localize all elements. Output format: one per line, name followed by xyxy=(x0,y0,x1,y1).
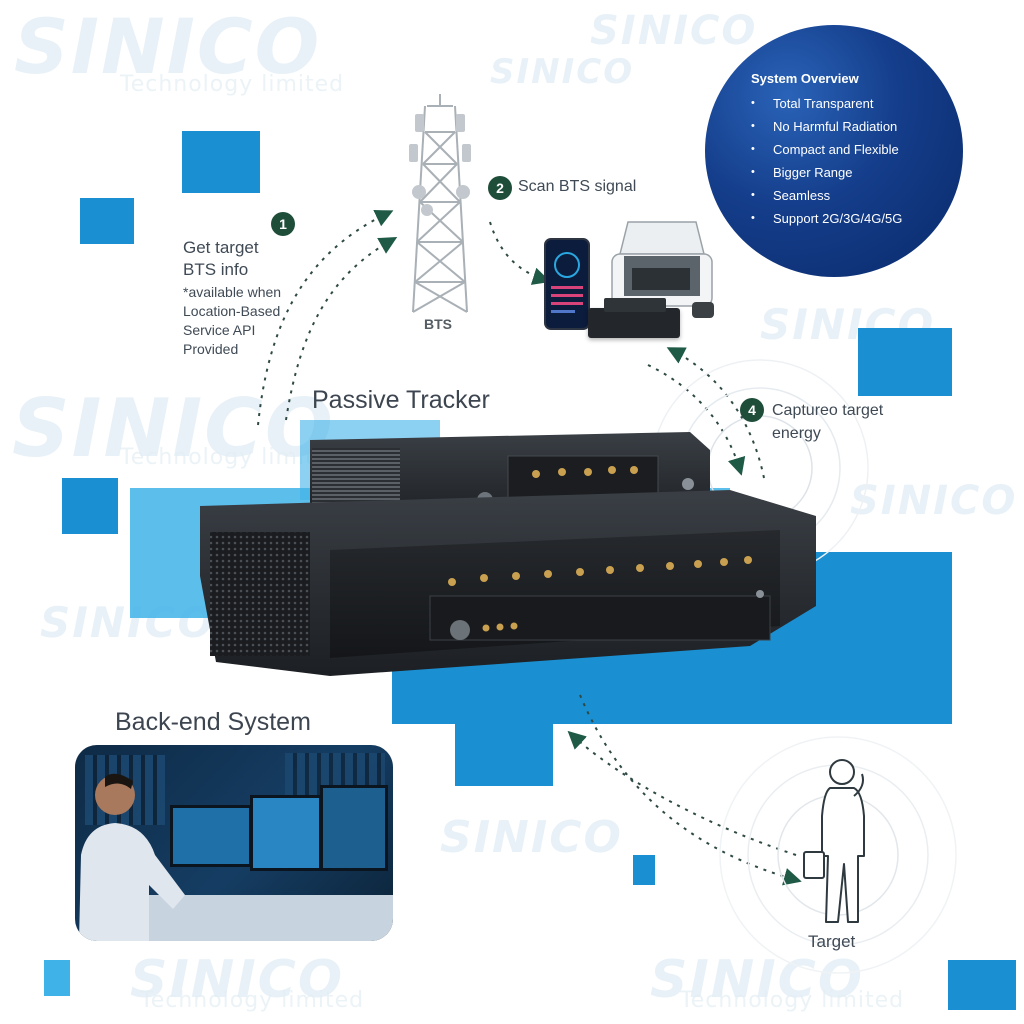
overview-item: Total Transparent xyxy=(751,92,939,115)
decor-square xyxy=(62,478,118,534)
decor-square xyxy=(948,960,1016,1010)
overview-list: Total Transparent No Harmful Radiation C… xyxy=(751,92,939,230)
phone-line xyxy=(551,310,575,313)
arrow-step4-b xyxy=(666,347,765,479)
phone-line xyxy=(551,294,583,297)
cell-tower-icon xyxy=(409,94,471,313)
watermark-tagline: Technology limited xyxy=(680,988,905,1013)
backend-system-title: Back-end System xyxy=(115,708,311,736)
decor-square xyxy=(858,328,952,396)
watermark-logo: SINICO xyxy=(590,8,758,54)
step-2-badge: 2 xyxy=(488,176,512,200)
monitor xyxy=(320,785,388,871)
phone-radar xyxy=(554,252,580,278)
overview-item: Bigger Range xyxy=(751,161,939,184)
arrow-target-a xyxy=(579,694,802,886)
watermark-tagline: Technology limited xyxy=(120,72,345,97)
overview-item: Support 2G/3G/4G/5G xyxy=(751,207,939,230)
step-1-note-line3: Service API xyxy=(183,322,256,338)
device-thumbnail xyxy=(604,298,666,312)
overview-item: Compact and Flexible xyxy=(751,138,939,161)
decor-square xyxy=(455,720,553,786)
decor-square xyxy=(633,855,655,885)
step-1-note-line1: *available when xyxy=(183,284,282,300)
phone-line xyxy=(551,286,583,289)
phone-line xyxy=(551,302,583,305)
person-silhouette-icon xyxy=(803,759,865,923)
signal-ring xyxy=(719,736,957,974)
step-1-text-line2: BTS info xyxy=(183,260,249,279)
watermark-logo: SINICO xyxy=(440,812,623,863)
decor-square xyxy=(80,198,134,244)
system-overview-panel: System Overview Total Transparent No Har… xyxy=(705,25,963,277)
arrow-step1-a xyxy=(257,210,394,426)
step-2-text: Scan BTS signal xyxy=(518,178,637,195)
decor-square xyxy=(182,131,260,193)
arrow-target-b xyxy=(567,730,797,856)
overview-item: No Harmful Radiation xyxy=(751,115,939,138)
smartphone-icon xyxy=(544,238,590,330)
step-4-badge: 4 xyxy=(740,398,764,422)
watermark-logo: SINICO xyxy=(490,52,635,92)
passive-tracker-device xyxy=(200,432,816,676)
device-thumbnail xyxy=(588,308,680,338)
step-1-note-line4: Provided xyxy=(183,341,239,357)
watermark-logo: SINICO xyxy=(12,382,335,475)
step-1-badge: 1 xyxy=(271,212,295,236)
backend-system-photo xyxy=(75,745,393,941)
arrow-step4-a xyxy=(647,364,746,476)
operator-silhouette xyxy=(79,773,185,941)
watermark-logo: SINICO xyxy=(650,950,865,1010)
step-1-note-line2: Location-Based xyxy=(183,303,281,319)
target-label: Target xyxy=(808,932,856,951)
overview-title: System Overview xyxy=(751,71,859,86)
step-4-text-line2: energy xyxy=(772,425,821,442)
watermark-logo: SINICO xyxy=(850,478,1018,524)
step-4-text-line1: Captureo target xyxy=(772,402,884,419)
bts-label: BTS xyxy=(424,316,452,332)
arrow-step1-b xyxy=(285,237,398,421)
passive-tracker-title: Passive Tracker xyxy=(312,386,490,414)
step-1-text-line1: Get target xyxy=(183,238,259,257)
decor-square xyxy=(44,960,70,996)
watermark-logo: SINICO xyxy=(130,950,345,1010)
arrow-step2 xyxy=(489,221,551,285)
monitor xyxy=(250,795,322,871)
overview-item: Seamless xyxy=(751,184,939,207)
watermark-logo: SINICO xyxy=(14,2,322,91)
watermark-tagline: Technology limited xyxy=(140,988,365,1013)
